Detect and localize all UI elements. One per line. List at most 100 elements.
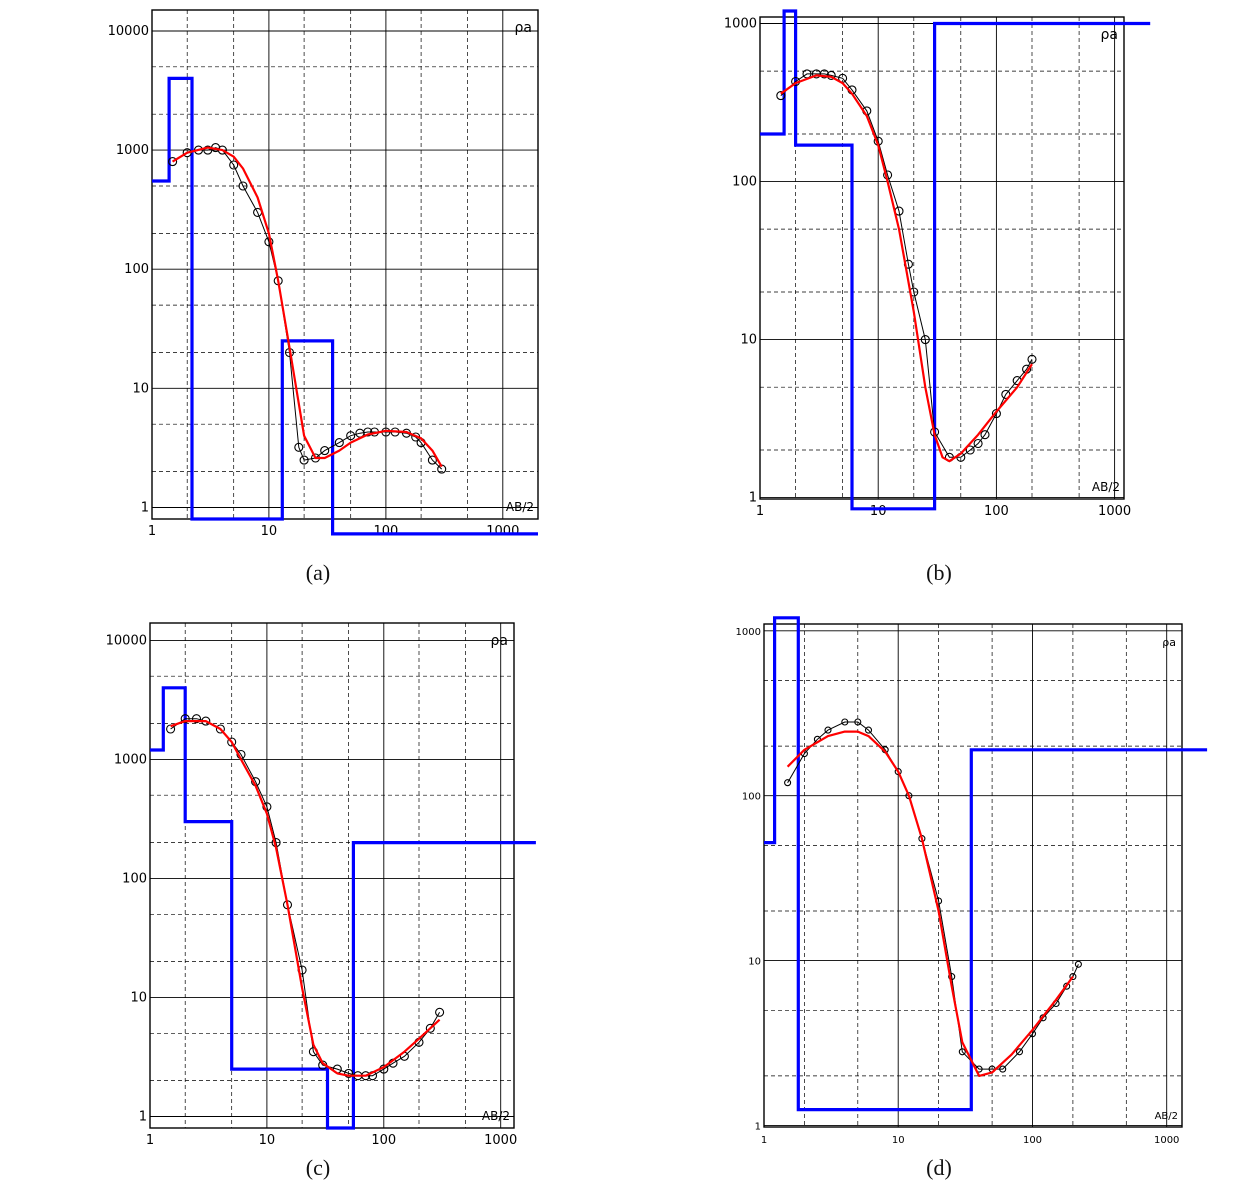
data-point-d: [864, 726, 873, 734]
data-point-d: [854, 718, 862, 726]
layer-model-line-b: [760, 9, 1151, 511]
x-axis-label-d: AB/2: [1155, 1111, 1178, 1122]
y-axis-label-d: ρa: [1162, 636, 1176, 649]
x-tick-label-b: 1: [756, 504, 764, 519]
y-axis-label-b: ρa: [1101, 27, 1118, 43]
data-point-d: [1015, 1048, 1024, 1056]
data-point-b: [973, 438, 983, 449]
x-tick-label-a: 100: [373, 524, 398, 539]
y-tick-label-c: 1000: [114, 752, 147, 767]
y-tick-label-a: 100: [124, 262, 149, 277]
y-tick-label-c: 10000: [106, 633, 147, 648]
data-point-d: [1063, 982, 1071, 990]
x-tick-label-c: 100: [371, 1133, 396, 1148]
x-tick-label-d: 100: [1023, 1135, 1042, 1146]
data-point-b: [980, 430, 990, 440]
plot-frame-d: [763, 623, 1183, 1128]
data-point-a: [346, 431, 356, 441]
x-tick-label-b: 10: [870, 504, 887, 519]
layer-model-line-a: [152, 76, 538, 536]
y-tick-label-c: 100: [122, 871, 147, 886]
data-point-b: [776, 91, 786, 101]
data-point-a: [294, 442, 304, 452]
caption-c: (c): [305, 1155, 331, 1180]
x-tick-label-d: 10: [892, 1135, 905, 1146]
data-point-c: [180, 714, 190, 724]
fit-curve-a: [172, 146, 443, 468]
x-tick-label-c: 1: [146, 1133, 154, 1148]
x-tick-label-a: 1000: [486, 524, 519, 539]
data-point-d: [824, 726, 832, 734]
y-tick-label-a: 10000: [108, 24, 149, 39]
data-point-c: [425, 1023, 435, 1033]
y-tick-label-a: 1: [141, 501, 149, 516]
x-tick-label-a: 10: [261, 524, 278, 539]
data-point-c: [227, 737, 237, 747]
data-point-c: [166, 724, 176, 734]
fit-curve-d: [786, 730, 1074, 1078]
observed-line-c: [170, 718, 441, 1077]
data-point-d: [958, 1048, 966, 1056]
data-point-a: [238, 181, 248, 191]
y-tick-label-a: 1000: [116, 143, 149, 158]
y-tick-label-d: 10: [748, 957, 761, 968]
data-point-a: [334, 438, 344, 448]
x-axis-label-c: AB/2: [482, 1109, 510, 1123]
x-tick-label-b: 100: [984, 504, 1009, 519]
y-tick-label-b: 1: [749, 491, 757, 506]
data-point-d: [894, 768, 902, 776]
x-axis-label-b: AB/2: [1092, 480, 1120, 494]
x-tick-label-d: 1: [761, 1135, 767, 1146]
x-tick-label-d: 1000: [1154, 1135, 1179, 1146]
y-tick-label-c: 10: [130, 990, 147, 1005]
data-point-c: [215, 724, 225, 734]
data-point-d: [784, 779, 792, 787]
fit-curve-c: [170, 719, 441, 1077]
observed-line-d: [787, 721, 1079, 1070]
layer-model-line-c: [150, 686, 536, 1130]
data-point-b: [1027, 354, 1037, 364]
y-tick-label-b: 1000: [724, 17, 757, 32]
y-tick-label-d: 100: [742, 792, 761, 803]
data-point-c: [191, 714, 202, 724]
observed-line-a: [172, 147, 443, 470]
data-point-b: [991, 409, 1001, 419]
data-point-a: [320, 446, 330, 456]
caption-d: (d): [926, 1155, 952, 1180]
data-point-d: [999, 1065, 1007, 1073]
data-point-a: [168, 157, 178, 167]
x-tick-label-c: 1000: [484, 1133, 517, 1148]
plot-frame-a: [151, 9, 539, 520]
data-point-a: [363, 427, 373, 437]
x-tick-label-a: 1: [148, 524, 156, 539]
data-point-a: [427, 455, 437, 465]
y-tick-label-b: 100: [732, 175, 757, 190]
x-tick-label-c: 10: [259, 1133, 276, 1148]
plot-frame-b: [759, 16, 1125, 500]
data-point-d: [1074, 960, 1082, 968]
data-point-c: [344, 1068, 354, 1078]
y-tick-label-b: 10: [740, 333, 757, 348]
y-tick-label-d: 1: [755, 1122, 761, 1133]
data-point-c: [435, 1007, 445, 1017]
data-point-d: [841, 718, 849, 726]
y-tick-label-d: 1000: [736, 627, 761, 638]
data-point-b: [965, 445, 975, 455]
data-point-d: [948, 973, 956, 981]
plot-frame-c: [149, 622, 515, 1129]
caption-a: (a): [305, 560, 331, 585]
y-tick-label-c: 1: [139, 1110, 147, 1125]
layer-model-line-d: [764, 616, 1208, 1112]
data-point-b: [819, 69, 829, 79]
x-tick-label-b: 1000: [1098, 504, 1131, 519]
fit-curve-b: [780, 74, 1033, 463]
x-axis-label-a: AB/2: [506, 500, 534, 514]
caption-b: (b): [926, 560, 952, 585]
data-point-b: [920, 335, 930, 345]
data-point-a: [299, 455, 309, 465]
